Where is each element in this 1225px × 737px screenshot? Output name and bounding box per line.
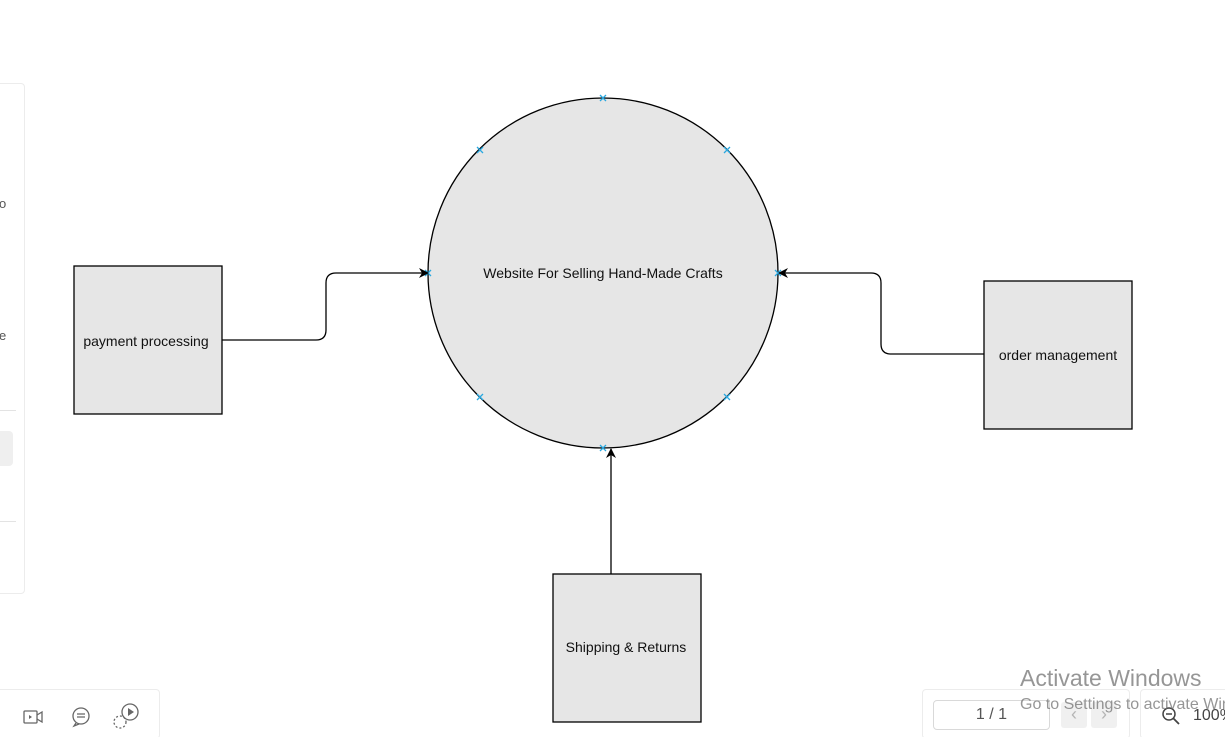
connection-point [476, 393, 484, 401]
connection-point [723, 146, 731, 154]
page-navigator: 1 / 1 ‹ › [922, 689, 1130, 737]
connection-point [723, 393, 731, 401]
slideshow-icon[interactable] [112, 700, 142, 730]
next-page-button[interactable]: › [1091, 702, 1117, 728]
panel-glyph: e [0, 328, 7, 343]
entity-order-management[interactable]: order management [983, 280, 1133, 430]
connection-point [476, 146, 484, 154]
connection-point [599, 444, 607, 452]
prev-page-button[interactable]: ‹ [1061, 702, 1087, 728]
flow-payment-to-process[interactable] [222, 268, 429, 341]
connection-point [599, 94, 607, 102]
entity-label: payment processing [83, 333, 208, 349]
zoom-value[interactable]: 100% [1193, 707, 1225, 724]
video-icon[interactable] [22, 706, 44, 728]
panel-divider [0, 521, 16, 522]
zoom-out-icon[interactable] [1161, 706, 1181, 726]
panel-active-item[interactable] [0, 431, 13, 466]
comment-icon[interactable] [70, 706, 92, 728]
entity-label: order management [999, 347, 1117, 363]
entity-shipping-returns[interactable]: Shipping & Returns [552, 573, 702, 723]
process-label: Website For Selling Hand-Made Crafts [483, 265, 722, 281]
page-indicator[interactable]: 1 / 1 [933, 700, 1050, 730]
entity-label: Shipping & Returns [566, 639, 687, 655]
zoom-control: 100% [1140, 689, 1225, 737]
bottom-toolbar [0, 689, 160, 737]
shapes-panel[interactable]: o e [0, 83, 25, 594]
entity-payment-processing[interactable]: payment processing [73, 265, 223, 415]
connection-points [424, 94, 782, 452]
panel-glyph: o [0, 196, 7, 211]
panel-divider [0, 410, 16, 411]
flow-order-to-process[interactable] [778, 268, 984, 355]
